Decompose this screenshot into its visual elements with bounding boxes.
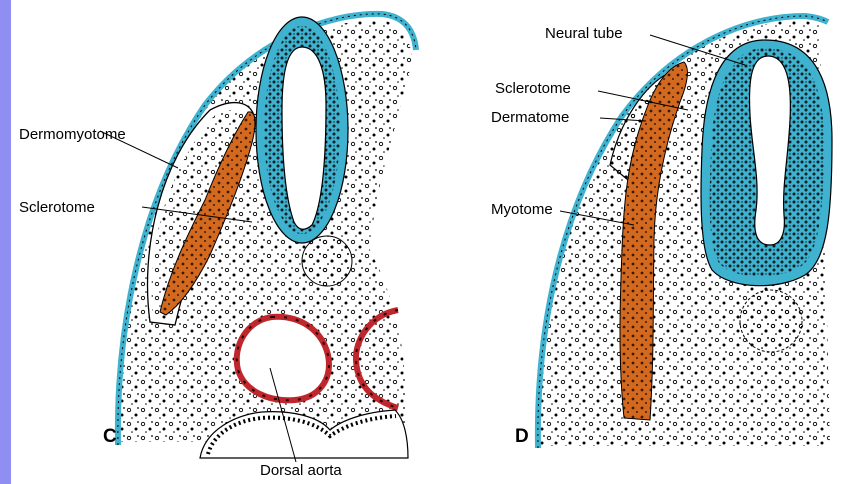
panel-d xyxy=(538,16,832,448)
panel-letter-d: D xyxy=(515,427,529,447)
label-neural-tube: Neural tube xyxy=(545,25,623,43)
label-dorsal-aorta: Dorsal aorta xyxy=(260,462,342,480)
panel-letter-c: C xyxy=(103,427,117,447)
neural-canal-d xyxy=(750,56,791,245)
label-sclerotome-c: Sclerotome xyxy=(19,199,95,217)
label-myotome: Myotome xyxy=(491,201,553,219)
panel-c xyxy=(100,14,416,462)
notochord-d xyxy=(740,290,802,352)
neural-canal-c xyxy=(282,47,326,229)
dorsal-aorta-left-c xyxy=(237,317,329,400)
label-sclerotome-d: Sclerotome xyxy=(495,80,571,98)
label-dermomyotome: Dermomyotome xyxy=(19,126,126,144)
notochord-c xyxy=(302,236,352,286)
label-dermatome: Dermatome xyxy=(491,109,569,127)
